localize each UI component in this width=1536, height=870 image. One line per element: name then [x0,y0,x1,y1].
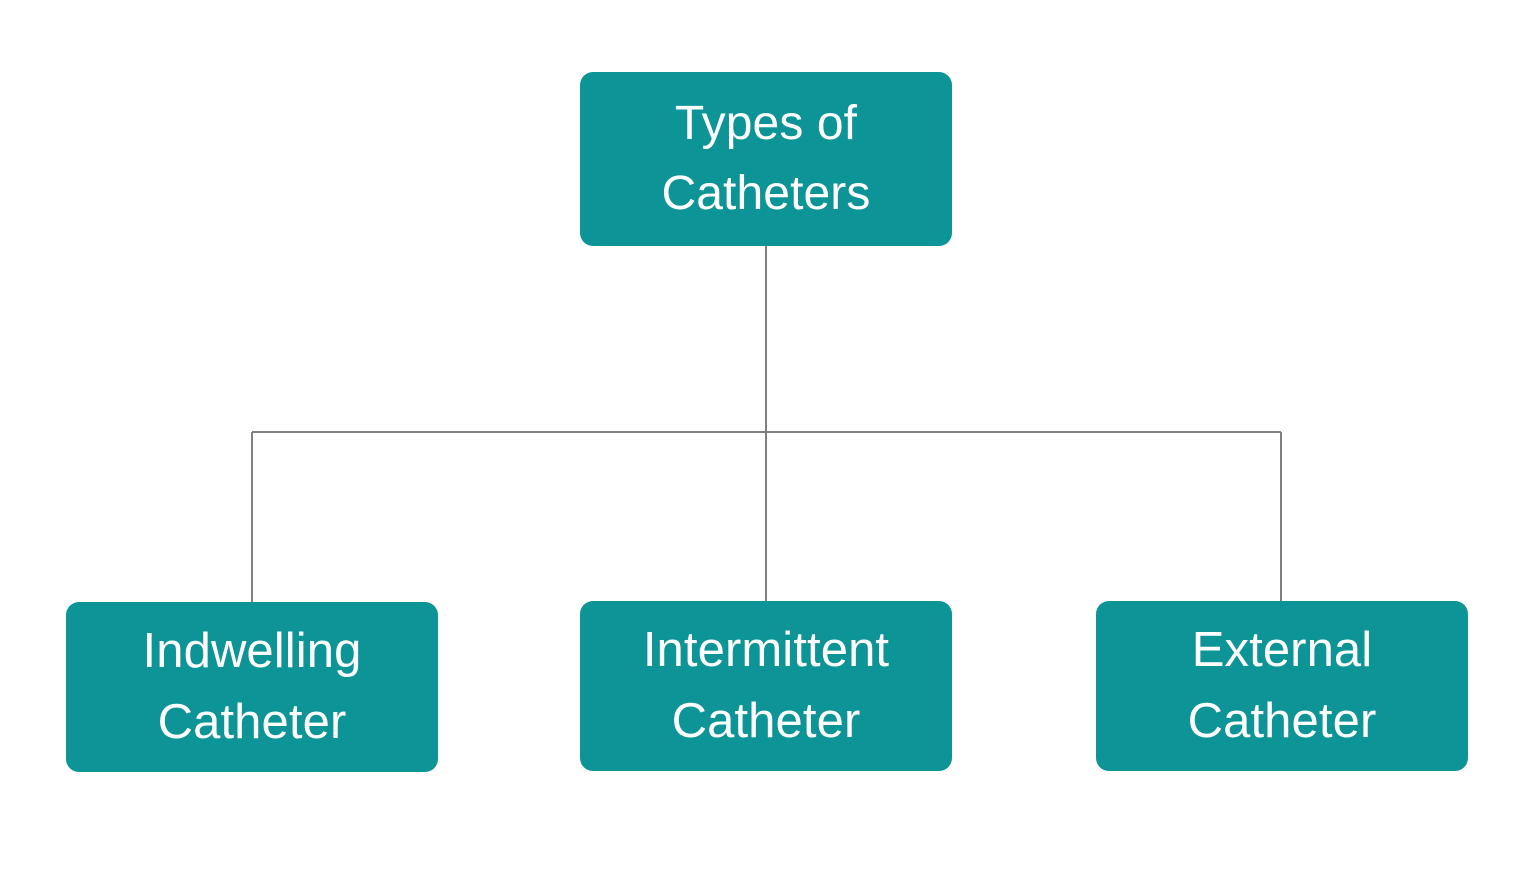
node-indwelling-label: Indwelling Catheter [142,624,362,749]
node-indwelling-catheter[interactable]: Indwelling Catheter [66,602,438,772]
node-external-label: External Catheter [1187,623,1377,748]
node-intermittent-catheter[interactable]: Intermittent Catheter [580,601,952,771]
node-root-types-of-catheters[interactable]: Types of Catheters [580,72,952,246]
node-intermittent-label: Intermittent Catheter [642,623,890,748]
node-external-catheter[interactable]: External Catheter [1096,601,1468,771]
node-root-label: Types of Catheters [661,97,871,220]
